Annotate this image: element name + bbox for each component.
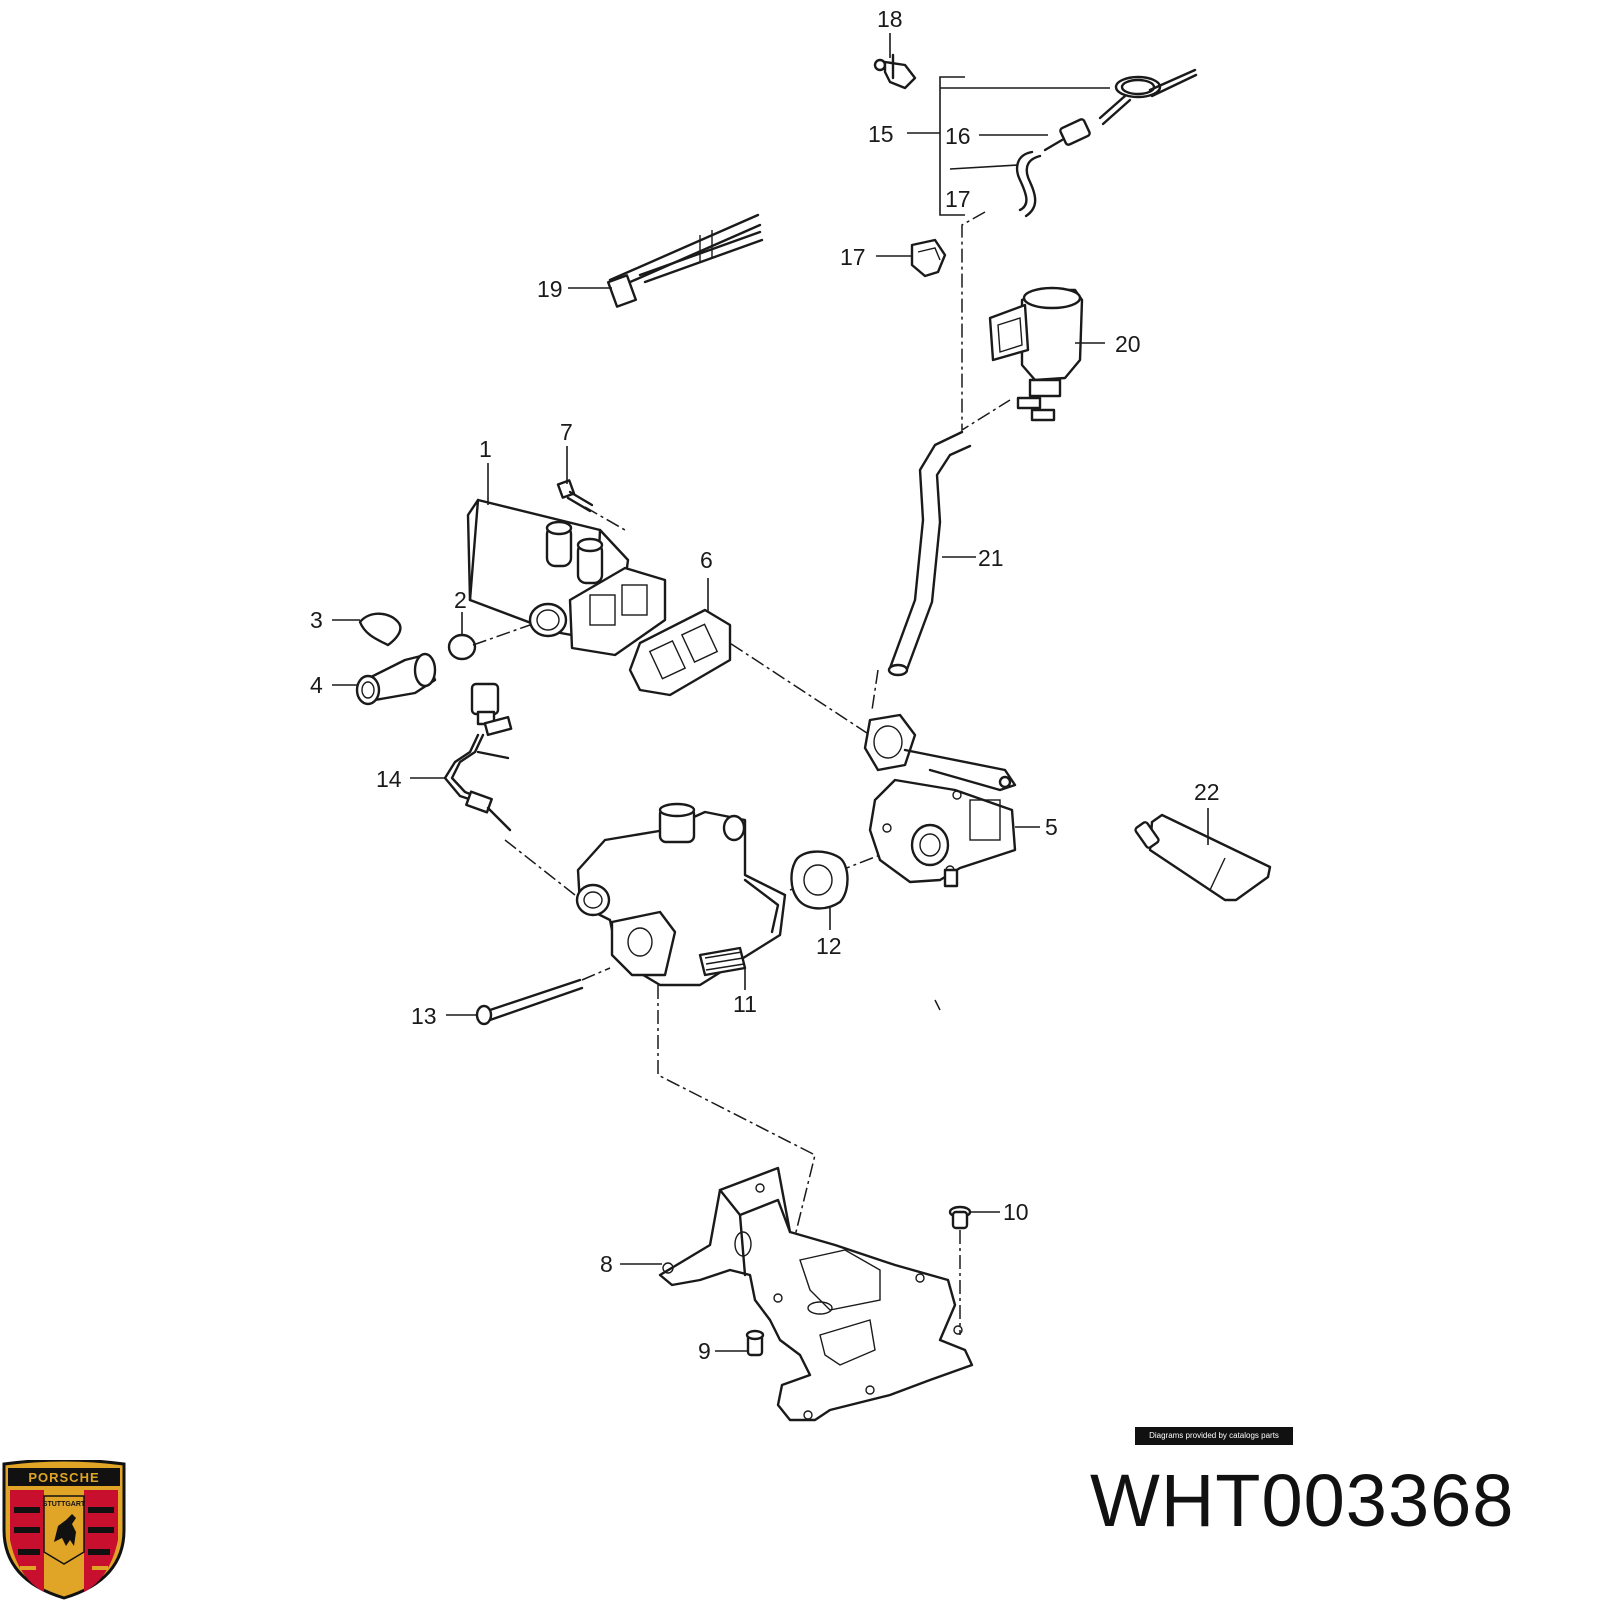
part-10-screw (948, 1205, 972, 1230)
callout-12: 12 (816, 933, 842, 959)
part-12-gasket (790, 850, 849, 910)
callout-labels: 1 2 3 4 5 6 7 8 9 10 11 12 13 14 15 16 1… (310, 6, 1220, 1364)
assembly-lines (472, 211, 1011, 1335)
callout-11: 11 (733, 991, 757, 1017)
callout-9: 9 (698, 1338, 711, 1364)
callout-20: 20 (1115, 331, 1141, 357)
callout-22: 22 (1194, 779, 1220, 805)
callout-16: 16 (945, 123, 971, 149)
leader-lines (332, 33, 1209, 1352)
part-6-gasket (628, 608, 732, 697)
callout-6: 6 (700, 547, 713, 573)
horse-icon (54, 1514, 76, 1546)
part-number: WHT003368 (1090, 1459, 1515, 1542)
callout-17-clip: 17 (840, 244, 866, 270)
crest-brand-text: PORSCHE (28, 1470, 99, 1485)
callout-14: 14 (376, 766, 402, 792)
part-8-bracket (658, 1166, 974, 1422)
callout-17-line: 17 (945, 186, 971, 212)
part-20-pressure-transducer (988, 286, 1084, 422)
callout-4: 4 (310, 672, 323, 698)
callout-8: 8 (600, 1251, 613, 1277)
part-19-cable-tie (606, 213, 764, 308)
callout-3: 3 (310, 607, 323, 633)
part-18-clip (873, 53, 917, 90)
part-7-bolt (556, 479, 594, 513)
part-14-temperature-sensor (443, 682, 513, 832)
callout-1: 1 (479, 436, 492, 462)
callout-5: 5 (1045, 814, 1058, 840)
porsche-crest-logo: PORSCHE STUTTGART (2, 1460, 126, 1600)
part-13-long-bolt (475, 978, 584, 1026)
callout-7: 7 (560, 419, 573, 445)
callout-2: 2 (454, 587, 467, 613)
callout-13: 13 (411, 1003, 437, 1029)
part-11-valve-housing (575, 802, 787, 987)
part-5-egr-valve (863, 713, 1017, 888)
part-17-clip (910, 238, 947, 278)
part-9-screw (745, 1329, 765, 1357)
crest-city-text: STUTTGART (43, 1501, 86, 1508)
part-22-sealant-tube (1134, 813, 1272, 902)
part-15-vacuum-line-set (1015, 68, 1198, 218)
callout-10: 10 (1003, 1199, 1029, 1225)
part-4-connector-pipe (355, 652, 437, 706)
part-21-vacuum-hose (887, 430, 972, 677)
diagram-credit: Diagrams provided by catalogs parts (1135, 1427, 1293, 1445)
part-3-seal (358, 612, 402, 647)
callout-21: 21 (978, 545, 1004, 571)
callout-15: 15 (868, 121, 894, 147)
callout-18: 18 (877, 6, 903, 32)
part-1-egr-cooler (466, 498, 667, 657)
part-2-o-ring (447, 633, 477, 661)
callout-19: 19 (537, 276, 563, 302)
